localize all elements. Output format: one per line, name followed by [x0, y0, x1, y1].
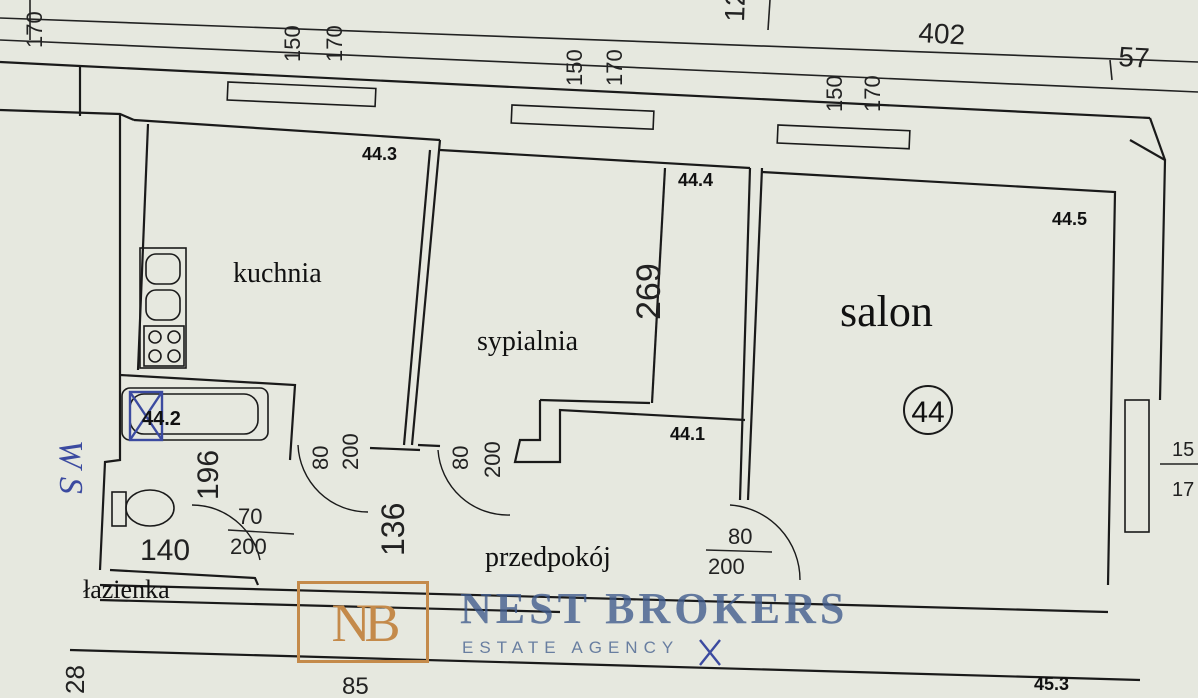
dim-85: 85	[342, 673, 369, 698]
dim-door1-width: 80	[308, 446, 333, 470]
dim-door4-width: 80	[728, 524, 752, 549]
dim-window2-width: 150	[562, 49, 587, 86]
handwritten-note: W S	[52, 440, 89, 494]
dim-136: 136	[375, 503, 411, 556]
room-label-salon: salon	[840, 287, 933, 336]
dim-window2-height: 170	[602, 49, 627, 86]
dim-door2-width: 80	[448, 446, 473, 470]
dim-door1-height: 200	[338, 433, 363, 470]
dim-402: 402	[918, 17, 966, 50]
unit-number: 44	[911, 396, 944, 429]
dim-170-left: 170	[22, 11, 47, 48]
room-label-sypialnia: sypialnia	[477, 326, 579, 357]
room-code-44-5: 44.5	[1052, 209, 1087, 229]
room-code-45-3: 45.3	[1034, 674, 1069, 694]
pen-marks	[128, 390, 721, 666]
watermark-logo-box: NB	[297, 581, 429, 663]
dim-196: 196	[192, 450, 225, 500]
dim-window3-width: 150	[822, 75, 847, 112]
dim-door4-height: 200	[708, 554, 745, 579]
dim-window1-height: 170	[322, 25, 347, 62]
dim-right-15: 15	[1172, 439, 1194, 461]
room-code-44-3: 44.3	[362, 144, 397, 164]
room-label-przedpokoj: przedpokój	[485, 542, 611, 573]
dim-140: 140	[140, 534, 190, 567]
room-code-44-1: 44.1	[670, 424, 705, 444]
dim-window1-width: 150	[280, 25, 305, 62]
kitchen-fixtures	[139, 247, 187, 369]
dim-269: 269	[630, 263, 668, 320]
dim-door3-height: 200	[230, 534, 267, 559]
watermark-logo: NB	[331, 593, 400, 653]
room-label-lazienka: łazienka	[83, 575, 170, 604]
watermark-company-tagline: ESTATE AGENCY	[462, 638, 680, 657]
dim-door2-height: 200	[480, 441, 505, 478]
room-code-44-4: 44.4	[678, 170, 713, 190]
room-label-kuchnia: kuchnia	[233, 258, 322, 289]
door-swings	[191, 444, 801, 581]
dim-right-17: 17	[1172, 479, 1194, 501]
room-code-44-2: 44.2	[142, 408, 181, 430]
door3-fraction-line	[227, 529, 295, 535]
dim-28: 28	[60, 665, 90, 694]
watermark-company-name: NEST BROKERS	[460, 584, 849, 633]
dim-12: 12	[719, 0, 751, 22]
dim-57: 57	[1118, 41, 1151, 74]
walls	[0, 60, 1167, 682]
dim-door3-width: 70	[238, 504, 262, 529]
unit-circle	[903, 385, 953, 435]
dim-window3-height: 170	[860, 75, 885, 112]
door4-fraction-line	[705, 549, 773, 553]
top-dimension-lines	[0, 0, 1198, 93]
windows	[226, 81, 1150, 533]
